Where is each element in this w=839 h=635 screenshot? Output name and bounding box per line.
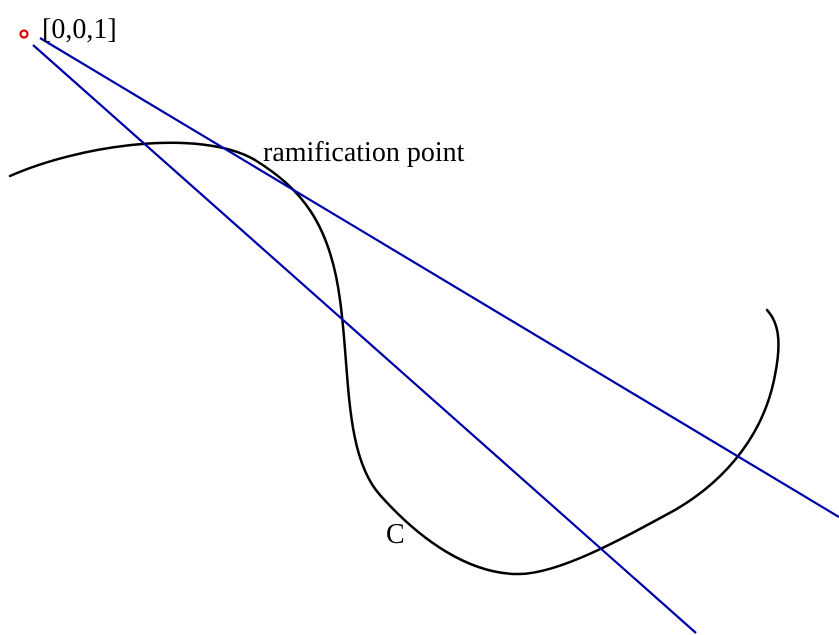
curve-label: C [386, 519, 405, 550]
ramification-point-label: ramification point [263, 137, 465, 168]
projection-point-marker [19, 29, 29, 39]
tangent-line [39, 37, 839, 518]
secant-line [32, 44, 697, 634]
curve-c [8, 141, 780, 576]
point-label: [0,0,1] [42, 14, 117, 45]
